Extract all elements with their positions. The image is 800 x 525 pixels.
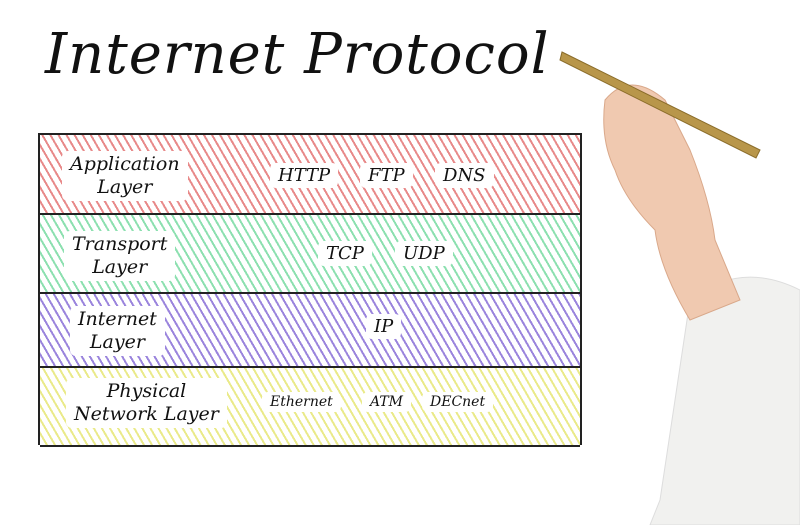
sleeve: [649, 276, 800, 525]
hand-icon: [603, 84, 741, 321]
protocol-ethernet: Ethernet: [262, 392, 341, 412]
protocol-ip: IP: [366, 314, 402, 339]
protocol-udp: UDP: [395, 241, 453, 266]
diagram-title: Internet Protocol: [45, 22, 550, 87]
protocol-dns: DNS: [435, 163, 494, 188]
pen-icon: [559, 51, 761, 159]
hand-holding-pen: [559, 51, 800, 525]
protocol-decnet: DECnet: [422, 392, 494, 412]
protocol-ftp: FTP: [360, 163, 413, 188]
protocol-tcp: TCP: [318, 241, 372, 266]
protocol-atm: ATM: [362, 392, 412, 412]
protocol-http: HTTP: [270, 163, 339, 188]
